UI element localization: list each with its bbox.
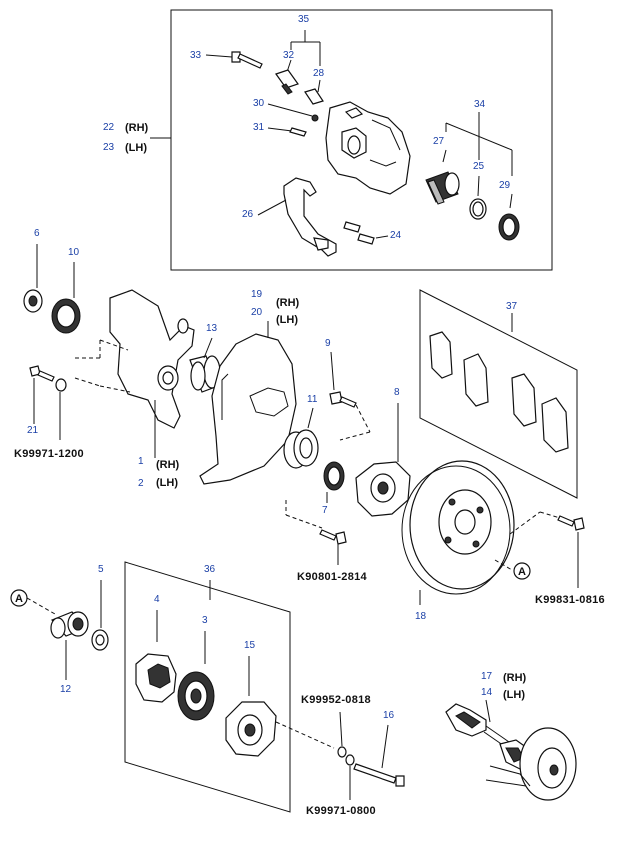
side-label-2: (LH) [156,477,178,489]
callout-20: 20 [251,307,263,318]
caliper-assembly-box [150,9,553,271]
callout-1: 1 [138,456,144,467]
callout-24: 24 [390,230,402,241]
hub-bearing-kit-box [124,561,335,813]
dust-shield-and-hub [199,321,411,565]
callout-7: 7 [322,505,328,516]
callout-13: 13 [206,323,218,334]
part-code-k99952-0818: K99952-0818 [301,694,371,706]
callout-4: 4 [154,594,160,605]
side-label-17: (RH) [503,672,527,684]
callout-8: 8 [394,387,400,398]
callout-22: 22 [103,122,115,133]
callout-34: 34 [474,99,486,110]
callout-16: 16 [383,710,395,721]
callout-9: 9 [325,338,331,349]
callout-25: 25 [473,161,485,172]
marker-a-right [513,562,531,580]
marker-letters: A A [15,566,526,605]
callout-23: 23 [103,142,115,153]
callout-3: 3 [202,615,208,626]
callout-26: 26 [242,209,254,220]
marker-a-left-label: A [15,593,23,605]
callout-14: 14 [481,687,493,698]
side-label-19: (RH) [276,297,300,309]
side-labels: (RH) (LH) (RH) (LH) (RH) (LH) (RH) (LH) [125,122,527,701]
callout-21: 21 [27,425,39,436]
side-label-1: (RH) [156,459,180,471]
callout-37: 37 [506,301,518,312]
marker-a-right-label: A [518,566,526,578]
callout-15: 15 [244,640,256,651]
callout-31: 31 [253,122,265,133]
axle-bolt-assembly [337,711,405,800]
callout-12: 12 [60,684,72,695]
callout-numbers: 35 33 32 28 30 34 22 23 31 27 25 29 26 2… [27,14,518,721]
callout-11: 11 [307,394,318,405]
part-codes: K99971-1200 K90801-2814 K99831-0816 K999… [14,448,605,817]
callout-28: 28 [313,68,325,79]
brake-pad-set-box [419,289,578,499]
side-label-20: (LH) [276,314,298,326]
part-code-k90801-2814: K90801-2814 [297,571,368,583]
part-code-k99971-1200: K99971-1200 [14,448,84,460]
callout-32: 32 [283,50,295,61]
callout-27: 27 [433,136,445,147]
callout-2: 2 [138,478,144,489]
callout-18: 18 [415,611,427,622]
callout-17: 17 [481,671,493,682]
callout-29: 29 [499,180,511,191]
callout-6: 6 [34,228,40,239]
side-label-22: (RH) [125,122,149,134]
callout-35: 35 [298,14,310,25]
callout-36: 36 [204,564,216,575]
marker-a-group [10,562,531,615]
callout-5: 5 [98,564,104,575]
part-code-k99831-0816: K99831-0816 [535,594,605,606]
bearing-and-seal [50,580,109,680]
side-label-14: (LH) [503,689,525,701]
callout-30: 30 [253,98,265,109]
knuckle-and-seals [23,244,221,458]
side-label-23: (LH) [125,142,147,154]
part-code-k99971-0800: K99971-0800 [306,805,376,817]
driveshaft [445,699,577,801]
callout-33: 33 [190,50,202,61]
callout-10: 10 [68,247,80,258]
callout-19: 19 [251,289,263,300]
brake-disc [401,460,585,605]
